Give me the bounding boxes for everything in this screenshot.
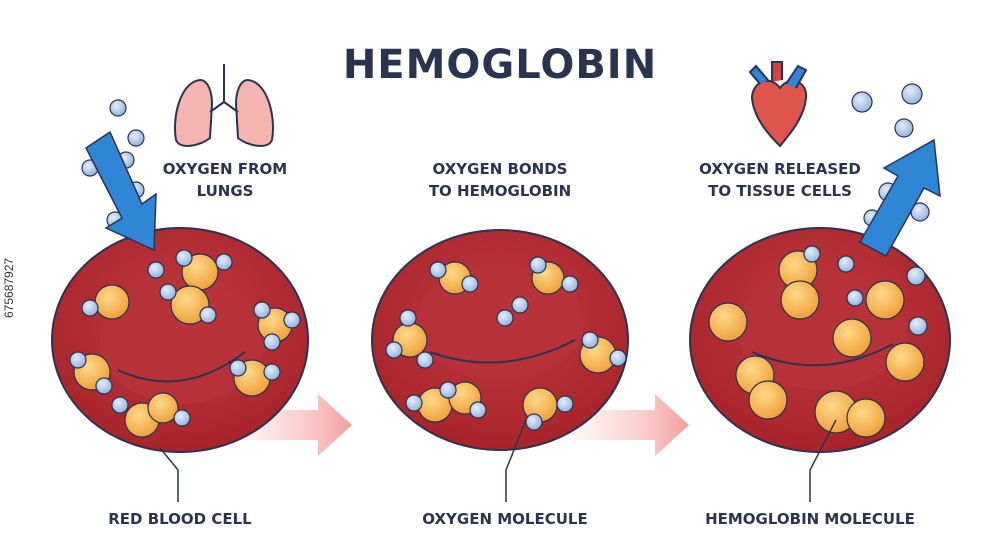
oxygen-out-arrow [858, 138, 941, 258]
lungs-icon [174, 64, 274, 147]
leader-oxygen-molecule [505, 419, 527, 502]
label-oxygen-molecule: OXYGEN MOLECULE [422, 510, 588, 528]
stock-id-watermark: 675687927 [2, 257, 16, 318]
leader-red-blood-cell [159, 447, 179, 502]
page-title: HEMOGLOBIN [342, 42, 658, 88]
caption-oxygen-released: OXYGEN RELEASED TO TISSUE CELLS [699, 160, 861, 200]
heart-icon [748, 61, 808, 148]
label-hemoglobin-molecule: HEMOGLOBIN MOLECULE [705, 510, 915, 528]
label-red-blood-cell: RED BLOOD CELL [108, 510, 252, 528]
red-blood-cell-1 [51, 227, 309, 453]
flow-arrow-1 [230, 394, 352, 456]
flow-arrow-2 [570, 394, 689, 456]
leader-hemoglobin-molecule [809, 419, 837, 502]
oxygen-molecules [69, 83, 930, 431]
hemoglobin-molecules [73, 250, 925, 438]
caption-oxygen-bonds: OXYGEN BONDS TO HEMOGLOBIN [428, 160, 572, 200]
oxygen-in-arrow [85, 130, 157, 252]
caption-oxygen-from-lungs: OXYGEN FROM LUNGS [162, 160, 288, 200]
